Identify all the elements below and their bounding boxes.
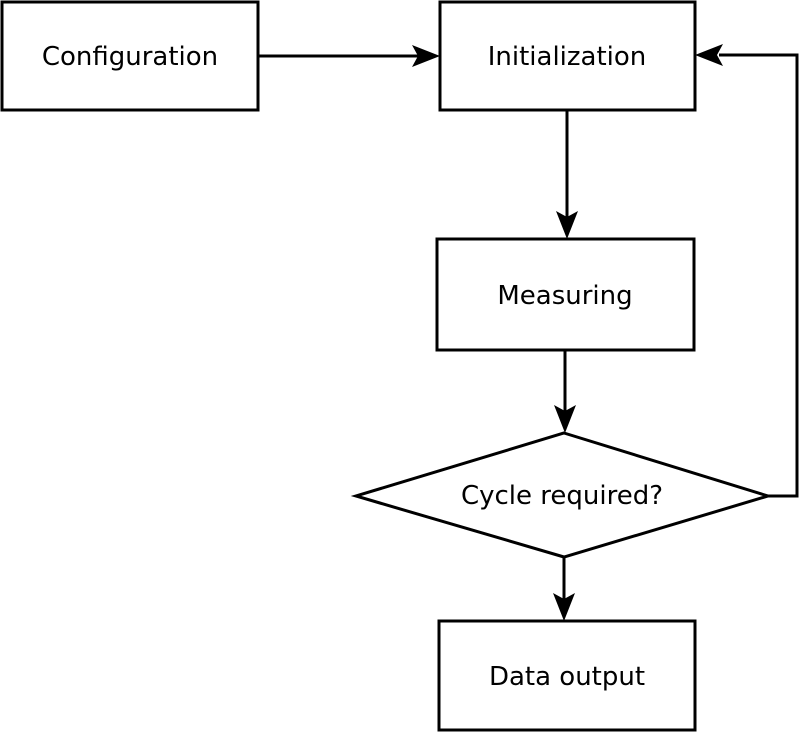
node-configuration: [0, 0, 260, 112]
node-configuration-label: Configuration: [42, 42, 218, 72]
arrowhead-into-initialization-left: [412, 45, 440, 67]
arrowhead-into-measuring-top: [556, 211, 578, 239]
arrowhead-into-cycle-required-top: [554, 405, 576, 433]
node-measuring: [435, 237, 696, 352]
arrowhead-into-initialization-right: [695, 44, 723, 66]
node-initialization: [438, 0, 697, 112]
edge-cycle-required-loop-to-initialization: [719, 53, 799, 498]
node-cycle-required-label: Cycle required?: [461, 481, 663, 511]
node-cycle-required: [350, 431, 774, 559]
node-initialization-label: Initialization: [488, 42, 647, 72]
node-data-output: [437, 619, 697, 732]
arrowhead-into-data-output-top: [553, 593, 575, 621]
node-measuring-label: Measuring: [497, 281, 632, 311]
node-data-output-label: Data output: [489, 662, 645, 692]
